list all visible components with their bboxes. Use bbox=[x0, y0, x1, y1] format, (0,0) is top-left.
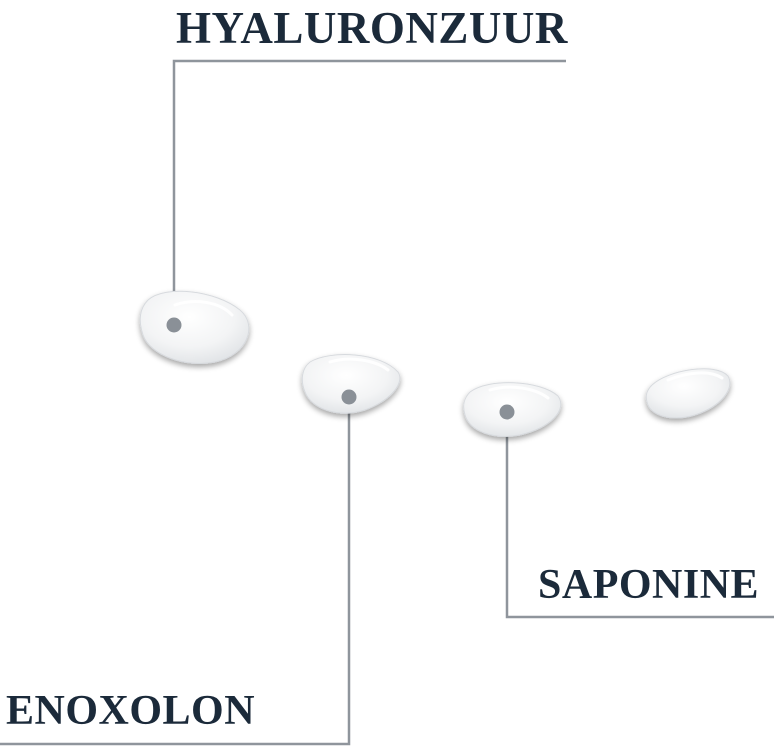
cream-droplet-2 bbox=[301, 354, 401, 414]
anchor-dot-enoxolon bbox=[341, 389, 357, 405]
leader-line-hyaluronzuur bbox=[172, 59, 566, 325]
anchor-dot-saponine bbox=[499, 404, 515, 420]
label-saponine: SAPONINE bbox=[538, 562, 760, 608]
anchor-dot-hyaluronzuur bbox=[166, 317, 182, 333]
label-hyaluronzuur: HYALURONZUUR bbox=[176, 3, 568, 53]
cream-droplet-4 bbox=[645, 368, 731, 419]
label-enoxolon: ENOXOLON bbox=[6, 688, 256, 734]
cream-droplet-1 bbox=[139, 290, 250, 364]
leader-line-saponine bbox=[505, 412, 774, 619]
leader-line-enoxolon bbox=[0, 397, 351, 746]
